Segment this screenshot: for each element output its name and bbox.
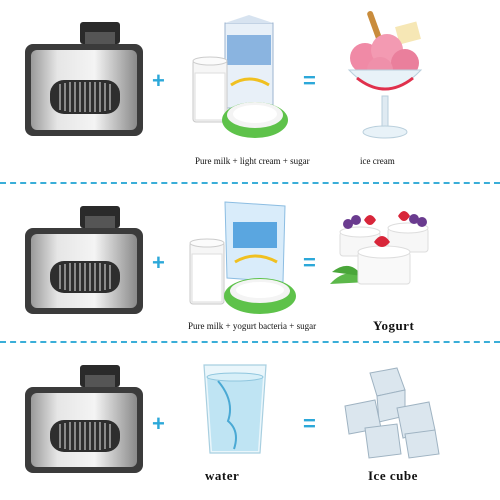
dashed-divider bbox=[0, 182, 500, 184]
equals-sign: = bbox=[303, 411, 316, 436]
equals-sign: = bbox=[303, 68, 316, 93]
plus-sign: + bbox=[152, 411, 165, 436]
milk-bacteria-sugar-image bbox=[189, 201, 296, 314]
milk-cream-sugar-image bbox=[192, 15, 288, 138]
result-label: Yogurt bbox=[373, 318, 415, 333]
dashed-divider bbox=[0, 341, 500, 343]
result-label: ice cream bbox=[360, 156, 395, 166]
yogurt-bowls-image bbox=[330, 211, 429, 285]
ingredients-label: water bbox=[205, 468, 240, 483]
ice-cubes-image bbox=[344, 367, 440, 459]
recipe-row-ice-cream: + = Pure milk + light cream + sugar ice … bbox=[0, 0, 500, 180]
plus-sign: + bbox=[152, 68, 165, 93]
result-label: Ice cube bbox=[368, 468, 418, 483]
equals-sign: = bbox=[303, 250, 316, 275]
ingredients-label: Pure milk + yogurt bacteria + sugar bbox=[188, 321, 317, 331]
ingredients-label: Pure milk + light cream + sugar bbox=[195, 156, 310, 166]
recipe-row-yogurt: + = Pure milk + yogurt bacteria + sugar … bbox=[0, 184, 500, 339]
ice-cream-machine-image bbox=[25, 22, 143, 136]
ice-cream-machine-image bbox=[25, 206, 143, 314]
ice-cream-machine-image bbox=[25, 365, 143, 473]
plus-sign: + bbox=[152, 250, 165, 275]
recipe-row-ice-cube: + = water Ice cube bbox=[0, 343, 500, 500]
water-glass-image bbox=[203, 364, 267, 454]
ice-cream-sundae-image bbox=[347, 11, 423, 139]
